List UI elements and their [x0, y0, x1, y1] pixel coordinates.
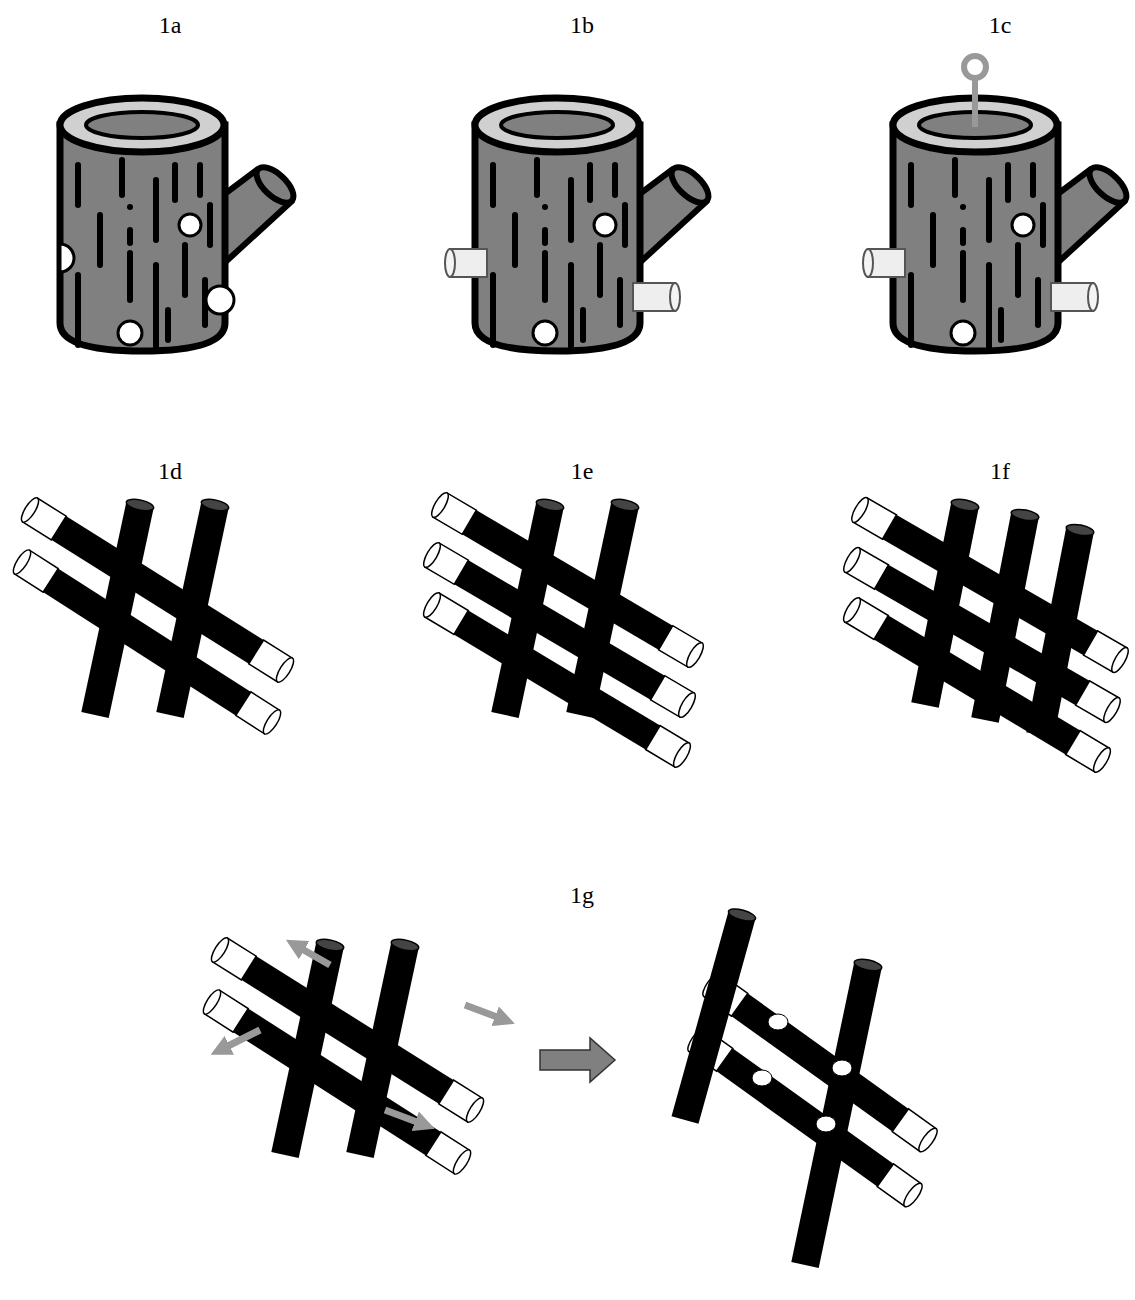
dowel-grid	[10, 495, 296, 736]
panel-label: 1a	[159, 12, 182, 38]
dowel-grid	[841, 495, 1132, 774]
panel-label: 1f	[990, 458, 1010, 484]
motion-arrows	[220, 945, 505, 1125]
dowel-grid	[421, 490, 707, 769]
dowel-grid	[200, 935, 486, 1176]
panel-label: 1c	[989, 12, 1012, 38]
step-arrow	[540, 1038, 615, 1082]
panel-label: 1b	[570, 12, 594, 38]
panel-label: 1g	[570, 882, 594, 908]
panel-label: 1d	[158, 458, 182, 484]
log	[60, 98, 299, 351]
dowel-grid	[672, 906, 941, 1267]
log	[445, 98, 714, 351]
log	[863, 56, 1132, 351]
panel-label: 1e	[571, 458, 594, 484]
